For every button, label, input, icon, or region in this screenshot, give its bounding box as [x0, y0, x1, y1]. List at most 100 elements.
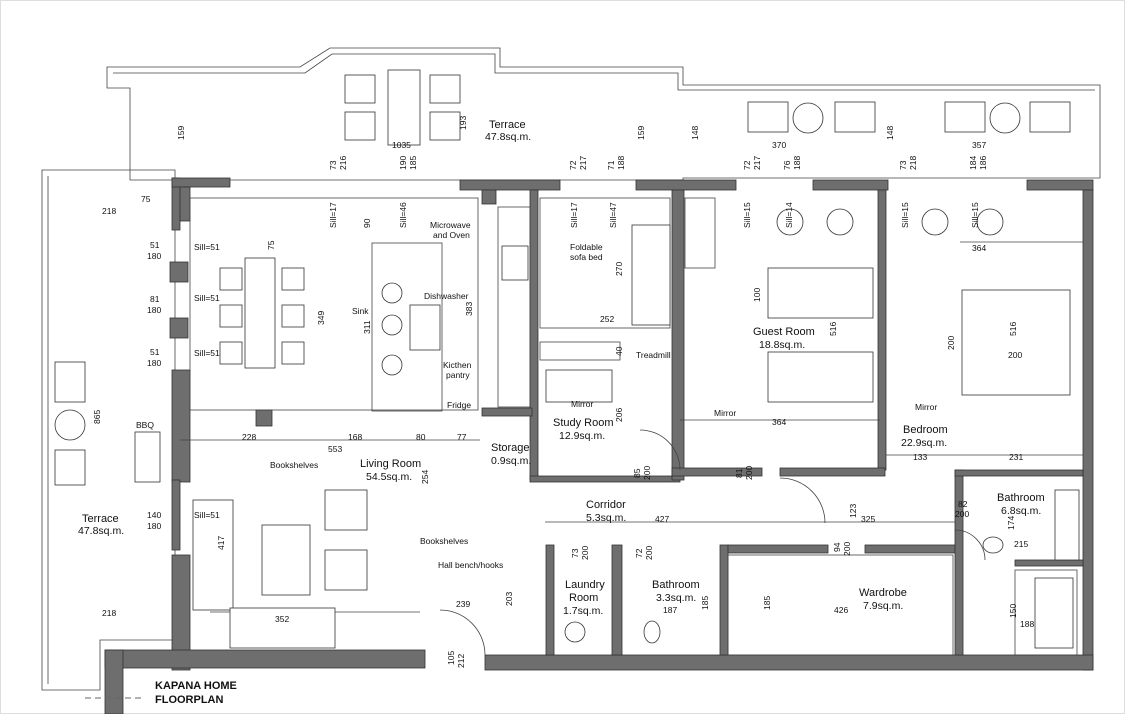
dim-80: 80 [416, 432, 426, 442]
dim-200e: 200 [842, 542, 852, 556]
note-sill-51a: Sill=51 [194, 242, 220, 252]
room-study-area: 12.9sq.m. [559, 430, 605, 442]
note-mirror-guest: Mirror [714, 408, 736, 418]
dim-174: 174 [1006, 516, 1016, 530]
dim-190: 190 [398, 156, 408, 170]
dim-200c: 200 [642, 466, 652, 480]
dim-311: 311 [362, 320, 372, 334]
dim-364a: 364 [772, 417, 786, 427]
dim-203: 203 [504, 592, 514, 606]
room-storage-area: 0.9sq.m. [491, 455, 531, 467]
note-foldable-1: Foldable [570, 242, 603, 252]
dim-218a: 218 [908, 156, 918, 170]
dim-865: 865 [92, 410, 102, 424]
note-oven: and Oven [433, 230, 470, 240]
dim-100: 100 [752, 288, 762, 302]
dim-383: 383 [464, 302, 474, 316]
dim-75b: 75 [266, 240, 276, 250]
dim-252: 252 [600, 314, 614, 324]
dim-193: 193 [458, 116, 468, 130]
dim-94: 94 [832, 542, 842, 552]
note-sill-51b: Sill=51 [194, 293, 220, 303]
dim-73a: 73 [328, 160, 338, 170]
dim-148a: 148 [690, 126, 700, 140]
room-study-name: Study Room [553, 417, 614, 429]
dim-180a: 180 [147, 251, 161, 261]
dimension-labels: 1035 193 159 159 148 148 370 357 73 216 … [92, 116, 1034, 668]
dim-185a: 185 [408, 156, 418, 170]
room-corridor-area: 5.3sq.m. [586, 512, 626, 524]
dim-218b: 218 [102, 206, 116, 216]
dim-553: 553 [328, 444, 342, 454]
dim-85: 85 [632, 468, 642, 478]
dim-90: 90 [362, 218, 372, 228]
dim-82: 82 [958, 499, 968, 509]
dim-73b: 73 [898, 160, 908, 170]
note-sill-51c: Sill=51 [194, 348, 220, 358]
room-bedroom-area: 22.9sq.m. [901, 437, 947, 449]
dim-159b: 159 [636, 126, 646, 140]
room-bedroom-name: Bedroom [903, 424, 948, 436]
dim-72c: 72 [634, 548, 644, 558]
dim-186: 186 [978, 156, 988, 170]
room-terrace-top-name: Terrace [489, 119, 526, 131]
note-sill-47: Sill=47 [608, 202, 618, 228]
interior-lines [180, 197, 1083, 656]
dim-77: 77 [457, 432, 467, 442]
note-pantry-1: Kicthen [443, 360, 472, 370]
dim-200d: 200 [744, 466, 754, 480]
dim-71: 71 [606, 160, 616, 170]
note-dishwasher: Dishwasher [424, 291, 469, 301]
dim-216a: 216 [338, 156, 348, 170]
dim-200f: 200 [955, 509, 969, 519]
room-bathroom-small-name: Bathroom [652, 579, 700, 591]
fixture-notes: Microwave and Oven Dishwasher Sink Kicth… [136, 202, 980, 570]
dim-516a: 516 [828, 322, 838, 336]
note-sill-51d: Sill=51 [194, 510, 220, 520]
note-sink: Sink [352, 306, 369, 316]
room-living-area: 54.5sq.m. [366, 471, 412, 483]
dim-140: 140 [147, 510, 161, 520]
dim-357: 357 [972, 140, 986, 150]
dim-352: 352 [275, 614, 289, 624]
room-storage-name: Storage [491, 442, 530, 454]
dim-426: 426 [834, 605, 848, 615]
note-sill-15b: Sill=15 [900, 202, 910, 228]
note-hall-bench: Hall bench/hooks [438, 560, 503, 570]
dim-51b: 51 [150, 347, 160, 357]
dim-180d: 180 [147, 521, 161, 531]
dim-76: 76 [782, 160, 792, 170]
note-treadmill: Treadmill [636, 350, 671, 360]
dim-1035: 1035 [392, 140, 411, 150]
plan-title-line1: KAPANA HOME [155, 680, 237, 692]
dim-200a: 200 [946, 336, 956, 350]
dim-185b: 185 [700, 596, 710, 610]
plan-title-line2: FLOORPLAN [155, 694, 223, 706]
dim-72b: 72 [742, 160, 752, 170]
dim-239: 239 [456, 599, 470, 609]
room-bathroom-master-area: 6.8sq.m. [1001, 505, 1041, 517]
dim-81b: 81 [734, 468, 744, 478]
dim-75a: 75 [141, 194, 151, 204]
dim-231: 231 [1009, 452, 1023, 462]
dim-349: 349 [316, 311, 326, 325]
note-sill-17a: Sill=17 [328, 202, 338, 228]
room-laundry-name: Laundry [565, 579, 605, 591]
note-sill-14: Sill=14 [784, 202, 794, 228]
room-living-name: Living Room [360, 458, 421, 470]
dim-185c: 185 [762, 596, 772, 610]
dim-427: 427 [655, 514, 669, 524]
note-sill-15a: Sill=15 [742, 202, 752, 228]
room-terrace-top-area: 47.8sq.m. [485, 131, 531, 143]
dim-184: 184 [968, 156, 978, 170]
room-laundry-area: 1.7sq.m. [563, 605, 603, 617]
room-wardrobe-name: Wardrobe [859, 587, 907, 599]
dim-188c: 188 [1020, 619, 1034, 629]
dim-81: 81 [150, 294, 160, 304]
dim-254: 254 [420, 470, 430, 484]
dim-364b: 364 [972, 243, 986, 253]
note-bbq: BBQ [136, 420, 154, 430]
dim-270: 270 [614, 262, 624, 276]
dim-417: 417 [216, 536, 226, 550]
